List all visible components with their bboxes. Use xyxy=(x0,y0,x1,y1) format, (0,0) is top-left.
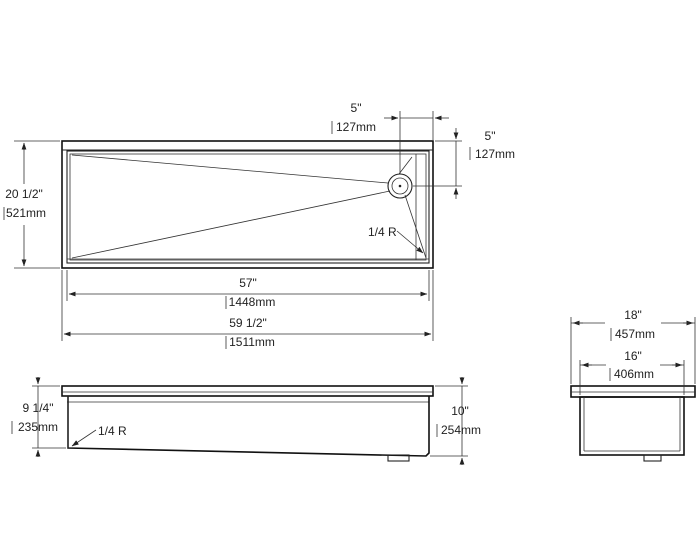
depth-metric: 521mm xyxy=(6,206,46,220)
drain-inner xyxy=(391,177,409,195)
front-view-drain xyxy=(387,454,410,462)
depth-imperial: 20 1/2" xyxy=(5,187,43,201)
side-view: 18" 457mm 16" 406mm xyxy=(570,308,696,462)
drain-offset-y-metric: 127mm xyxy=(475,147,515,161)
drain-offset-x-metric: 127mm xyxy=(336,120,376,134)
front-view: 9 1/4" 235mm 10" 254mm 1/4 R xyxy=(11,377,481,465)
side-view-bowl xyxy=(579,396,685,456)
deep-depth-imperial: 10" xyxy=(451,404,469,418)
front-view-flange xyxy=(61,385,434,397)
side-view-drain xyxy=(643,454,662,462)
drain-offset-x-imperial: 5" xyxy=(351,101,362,115)
overall-length-imperial: 59 1/2" xyxy=(229,316,267,330)
top-view-outer-rim xyxy=(61,140,434,269)
shallow-depth-imperial: 9 1/4" xyxy=(23,401,54,415)
overall-width-metric: 457mm xyxy=(615,327,655,341)
side-view-flange xyxy=(570,385,696,398)
shallow-depth-metric: 235mm xyxy=(18,420,58,434)
bowl-length-imperial: 57" xyxy=(239,276,257,290)
top-view: 5" 127mm 5" 127mm 1/4 R 20 1/2" 521mm 57… xyxy=(3,101,515,349)
front-corner-radius-label: 1/4 R xyxy=(98,424,127,438)
top-corner-radius-label: 1/4 R xyxy=(368,225,397,239)
top-view-bowl xyxy=(66,150,430,264)
overall-width-imperial: 18" xyxy=(624,308,642,322)
bowl-length-metric: 1448mm xyxy=(229,295,276,309)
bowl-width-imperial: 16" xyxy=(624,349,642,363)
deep-depth-metric: 254mm xyxy=(441,423,481,437)
drain-offset-y-imperial: 5" xyxy=(485,129,496,143)
overall-length-metric: 1511mm xyxy=(229,335,275,349)
bowl-width-metric: 406mm xyxy=(614,367,654,381)
